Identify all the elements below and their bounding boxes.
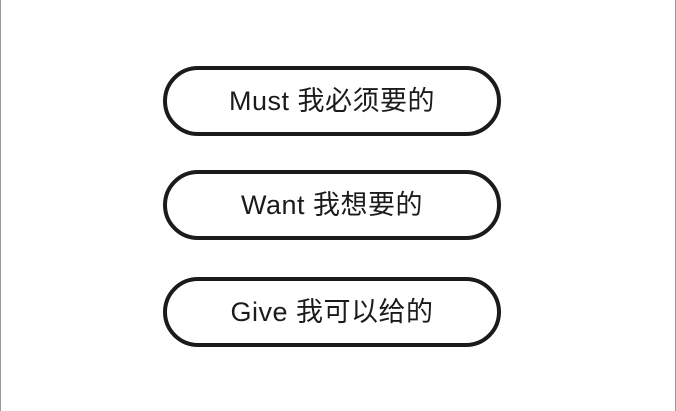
pill-must-label: Must 我必须要的 <box>228 85 435 116</box>
pill-want-label: Want 我想要的 <box>240 189 424 220</box>
pill-must[interactable]: Must 我必须要的 <box>163 66 501 136</box>
canvas-left-edge <box>0 0 1 411</box>
pill-want[interactable]: Want 我想要的 <box>163 170 501 240</box>
pill-give-label: Give 我可以给的 <box>230 296 434 327</box>
pill-give[interactable]: Give 我可以给的 <box>163 277 501 347</box>
